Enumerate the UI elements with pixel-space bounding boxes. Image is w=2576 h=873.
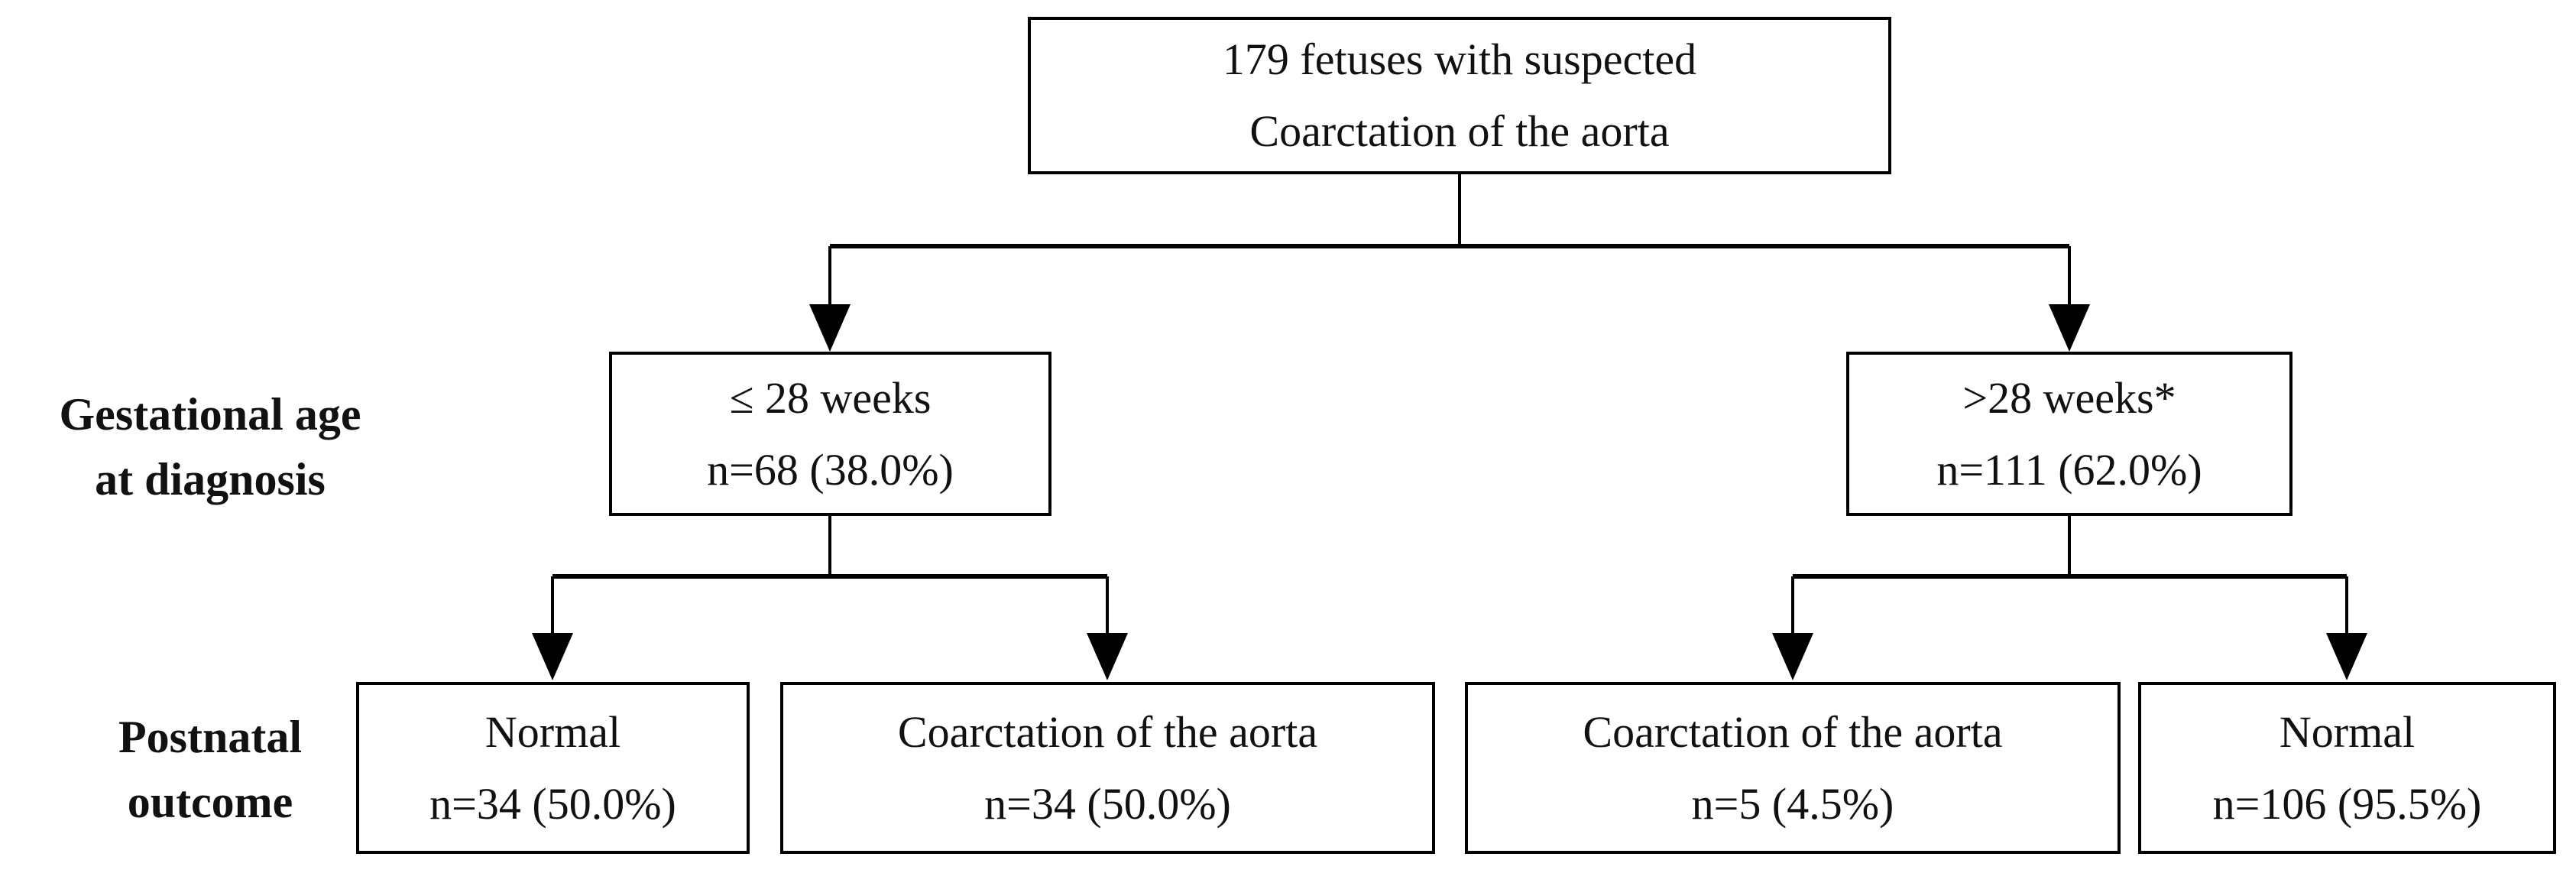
outcome-gt28-coarctation-line2: n=5 (4.5%) <box>1691 778 1894 829</box>
root-node-line2: Coarctation of the aorta <box>1249 106 1670 156</box>
outcome-gt28-normal-line2: n=106 (95.5%) <box>2212 778 2482 829</box>
outcome-gt28-normal-line1: Normal <box>2279 706 2416 757</box>
root-node: 179 fetuses with suspected Coarctation o… <box>1028 17 1891 174</box>
outcome-gt28-coarctation-node: Coarctation of the aorta n=5 (4.5%) <box>1465 682 2121 854</box>
row-label-postnatal-outcome-line2: outcome <box>127 777 293 828</box>
gestational-gt28-node: >28 weeks* n=111 (62.0%) <box>1846 352 2292 516</box>
outcome-gt28-coarctation-line1: Coarctation of the aorta <box>1583 706 2003 757</box>
outcome-le28-normal-line2: n=34 (50.0%) <box>429 778 676 829</box>
gestational-le28-line1: ≤ 28 weeks <box>729 372 932 423</box>
gestational-gt28-line1: >28 weeks* <box>1962 372 2176 423</box>
outcome-le28-coarctation-line1: Coarctation of the aorta <box>897 706 1318 757</box>
root-node-line1: 179 fetuses with suspected <box>1222 34 1697 85</box>
outcome-gt28-normal-node: Normal n=106 (95.5%) <box>2138 682 2556 854</box>
row-label-gestational-age-line1: Gestational age <box>59 389 361 440</box>
gestational-le28-line2: n=68 (38.0%) <box>707 444 954 495</box>
row-label-postnatal-outcome: Postnatal outcome <box>0 705 420 835</box>
row-label-gestational-age-line2: at diagnosis <box>95 454 326 505</box>
outcome-le28-coarctation-node: Coarctation of the aorta n=34 (50.0%) <box>780 682 1435 854</box>
row-label-postnatal-outcome-line1: Postnatal <box>118 712 302 762</box>
gestational-le28-node: ≤ 28 weeks n=68 (38.0%) <box>609 352 1051 516</box>
outcome-le28-normal-node: Normal n=34 (50.0%) <box>356 682 750 854</box>
outcome-le28-normal-line1: Normal <box>484 706 621 757</box>
row-label-gestational-age: Gestational age at diagnosis <box>0 382 420 512</box>
gestational-gt28-line2: n=111 (62.0%) <box>1936 444 2202 495</box>
outcome-le28-coarctation-line2: n=34 (50.0%) <box>984 778 1231 829</box>
